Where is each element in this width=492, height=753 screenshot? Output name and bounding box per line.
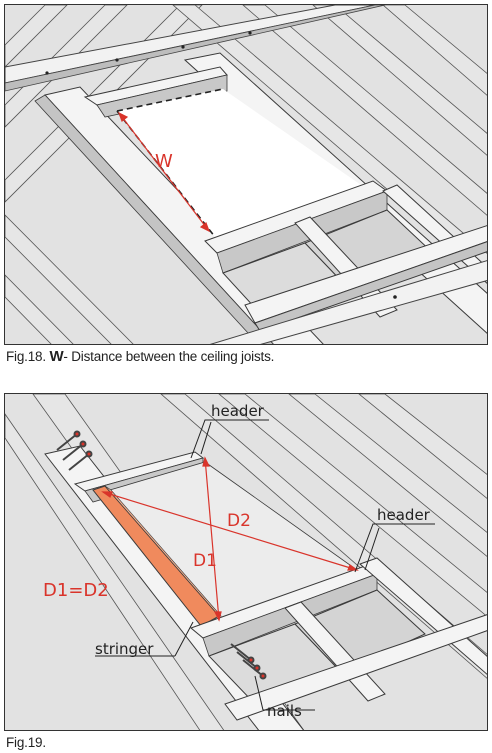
figure-18-drawing: W	[5, 5, 487, 344]
d1-equals-d2-label: D1=D2	[43, 580, 109, 601]
w-measure-arrow	[117, 111, 211, 233]
d1-measure-line	[202, 456, 222, 622]
nails-label: nails	[267, 702, 302, 720]
opening-dashed-outline	[116, 88, 224, 112]
lower-header	[190, 565, 379, 657]
d2-measure-line	[101, 491, 359, 571]
figure-19-panel: header header D2 D1 D1=D2 stringer nails	[4, 393, 488, 731]
caption-bold-w: W	[49, 348, 64, 365]
header-top-label: header	[211, 402, 265, 420]
opening-dashed-left	[116, 110, 216, 238]
d1-label: D1	[193, 551, 217, 571]
ceiling-opening	[117, 89, 361, 237]
stringer-label: stringer	[95, 640, 154, 658]
lower-joists	[222, 184, 487, 332]
lower-joists	[208, 589, 487, 721]
figure-18-caption: Fig.18. W- Distance between the ceiling …	[6, 348, 275, 365]
caption-text: - Distance between the ceiling joists.	[63, 349, 275, 364]
w-label: W	[155, 151, 173, 172]
figure-19-caption: Fig.19.	[6, 735, 46, 750]
label-leader-lines	[95, 419, 435, 711]
figure-18-panel: W	[4, 4, 488, 345]
top-batten	[5, 5, 386, 92]
figure-19-drawing: header header D2 D1 D1=D2 stringer nails	[5, 394, 487, 730]
d2-label: D2	[227, 511, 251, 531]
header-right-label: header	[377, 506, 431, 524]
bottom-batten	[209, 260, 487, 344]
nails-group-top	[56, 430, 93, 471]
nails-group-bottom	[230, 643, 267, 680]
upper-header	[83, 66, 228, 118]
